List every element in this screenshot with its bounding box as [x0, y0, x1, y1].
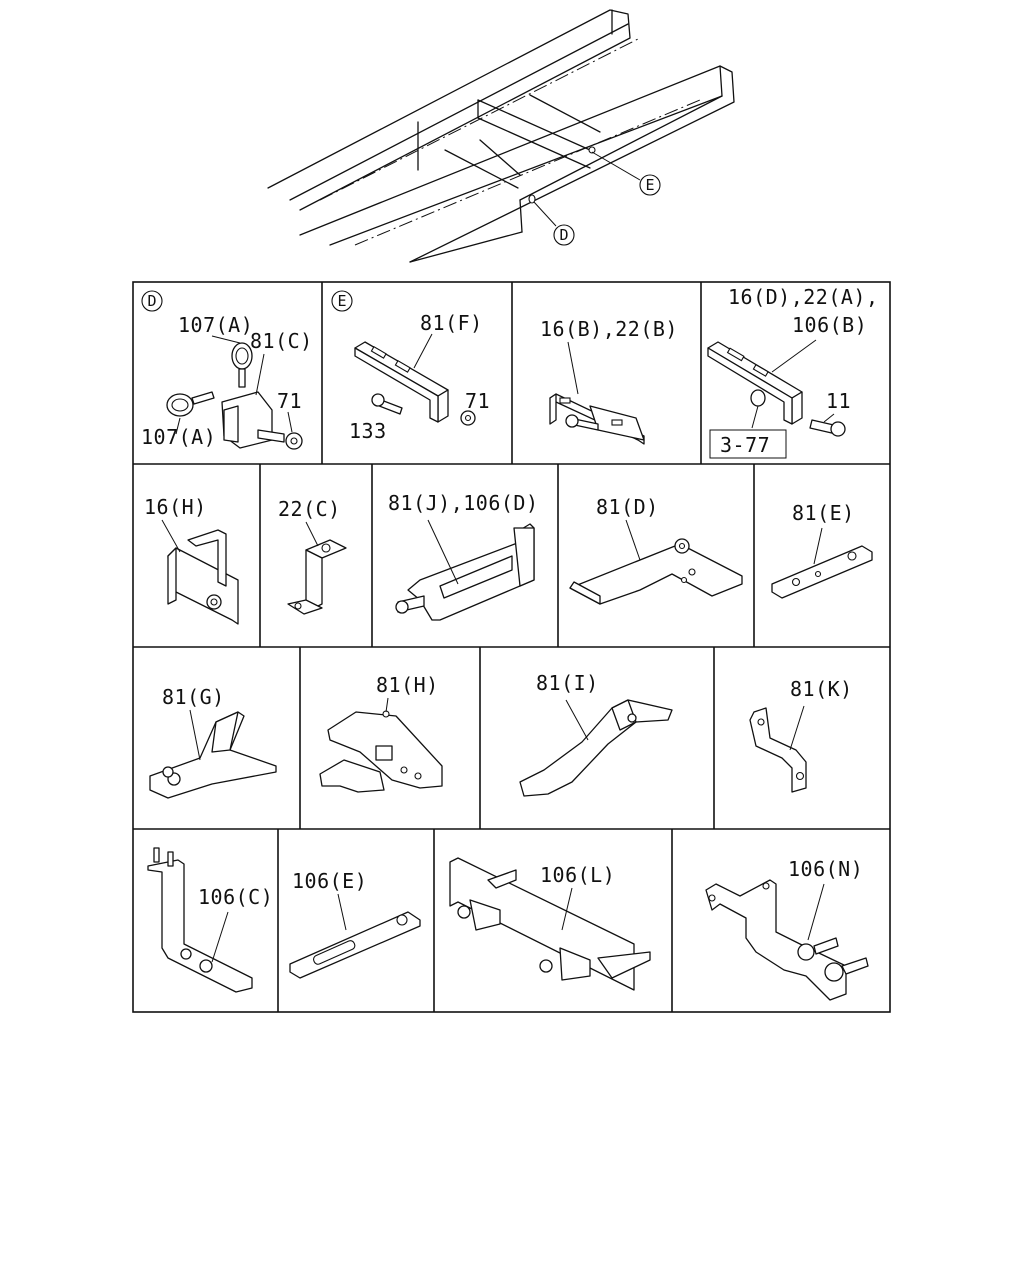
- label-81c: 81(C): [250, 329, 313, 353]
- panel-81d: 81(D): [569, 495, 743, 605]
- ref-box-3-77: [709, 429, 787, 459]
- parts-grid: [132, 281, 891, 1013]
- bracket-81j-drawing: [395, 523, 535, 621]
- label-81e: 81(E): [792, 501, 855, 525]
- bracket-81f-drawing: [354, 341, 476, 426]
- panel-106l: 106(L): [449, 857, 651, 991]
- panel-16d-22a-106b: 16(D),22(A), 106(B) 11 3-77: [707, 285, 879, 459]
- bracket-16b-drawing: [549, 393, 645, 445]
- label-22c: 22(C): [278, 497, 341, 521]
- callout-e-label: E: [645, 176, 654, 194]
- callout-e-circle: [639, 174, 661, 196]
- bracket-106b-drawing: [707, 341, 846, 437]
- bracket-81g-drawing: [149, 711, 277, 799]
- label-133: 133: [349, 419, 387, 443]
- panel-d: D 107(A) 81(C) 71 107(A): [141, 290, 313, 450]
- label-16h: 16(H): [144, 495, 207, 519]
- panel-81i: 81(I): [519, 671, 673, 797]
- label-106n: 106(N): [788, 857, 863, 881]
- panel-e-callout-circle: [331, 290, 353, 312]
- label-81h: 81(H): [376, 673, 439, 697]
- panel-106e: 106(E): [289, 869, 421, 979]
- label-81d: 81(D): [596, 495, 659, 519]
- panel-e: E 81(F) 71 133: [331, 290, 490, 443]
- bracket-81c-drawing: [221, 391, 303, 450]
- frame-rail-illustration: E D: [267, 9, 735, 263]
- panel-16h: 16(H): [144, 495, 239, 625]
- label-16d-22a: 16(D),22(A),: [728, 285, 879, 309]
- label-81k: 81(K): [790, 677, 853, 701]
- panel-106n: 106(N): [705, 857, 869, 1001]
- callout-d-label: D: [559, 226, 568, 244]
- plate-106e-drawing: [289, 911, 421, 979]
- bracket-81d-drawing: [569, 538, 743, 605]
- label-107a-bottom: 107(A): [141, 425, 216, 449]
- panel-81e: 81(E): [771, 501, 873, 599]
- bracket-16h-drawing: [167, 529, 239, 625]
- bracket-106c-drawing: [147, 847, 253, 993]
- panel-e-callout: E: [337, 292, 346, 310]
- label-106e: 106(E): [292, 869, 367, 893]
- panel-81g: 81(G): [149, 685, 277, 799]
- panel-81j-106d: 81(J),106(D): [388, 491, 539, 621]
- label-106l: 106(L): [540, 863, 615, 887]
- label-106b: 106(B): [792, 313, 867, 337]
- bracket-81h-drawing: [319, 710, 443, 793]
- panel-22c: 22(C): [278, 497, 347, 615]
- plate-81e-drawing: [771, 545, 873, 599]
- bracket-22c-drawing: [287, 539, 347, 615]
- bracket-81k-drawing: [749, 707, 807, 793]
- bracket-81i-drawing: [519, 699, 673, 797]
- label-81i: 81(I): [536, 671, 599, 695]
- panel-81h: 81(H): [319, 673, 443, 793]
- label-81f: 81(F): [420, 311, 483, 335]
- label-106c: 106(C): [198, 885, 273, 909]
- label-16b-22b: 16(B),22(B): [540, 317, 678, 341]
- panel-d-callout: D: [147, 292, 156, 310]
- ref-box-label: 3-77: [720, 433, 770, 457]
- panel-16b-22b: 16(B),22(B): [540, 317, 678, 445]
- panel-d-callout-circle: [141, 290, 163, 312]
- bracket-106n-drawing: [705, 879, 869, 1001]
- callout-d-circle: [553, 224, 575, 246]
- label-71-e: 71: [465, 389, 490, 413]
- label-107a-top: 107(A): [178, 313, 253, 337]
- label-11: 11: [826, 389, 851, 413]
- label-71: 71: [277, 389, 302, 413]
- label-81g: 81(G): [162, 685, 225, 709]
- label-81j-106d: 81(J),106(D): [388, 491, 539, 515]
- clamp-107a-drawing: [166, 342, 253, 417]
- panel-81k: 81(K): [749, 677, 853, 793]
- panel-106c: 106(C): [147, 847, 273, 993]
- bracket-106l-drawing: [449, 857, 651, 991]
